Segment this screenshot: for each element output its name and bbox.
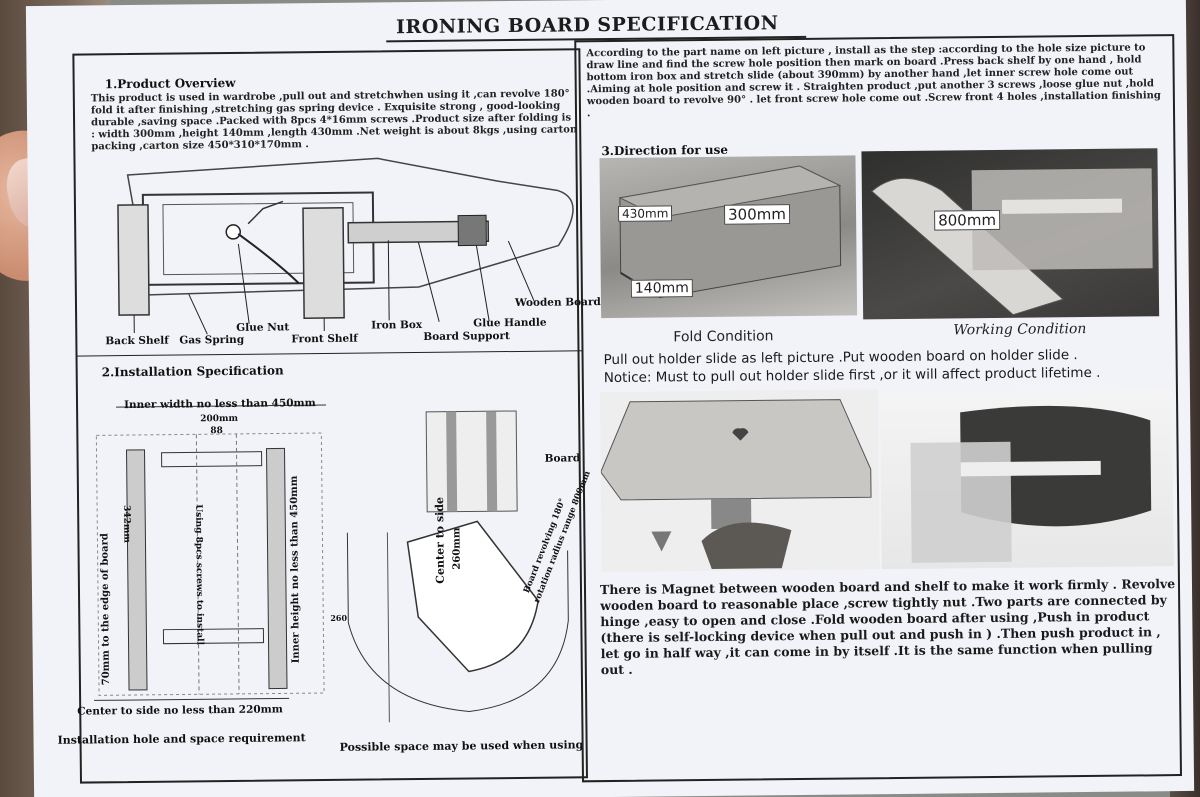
caption-fold-condition: Fold Condition <box>673 328 774 346</box>
direction-heading: 3.Direction for use <box>601 142 729 159</box>
dim-inner-width: Inner width no less than 450mm <box>123 397 316 412</box>
dim-200: 200mm <box>200 413 239 425</box>
installation-steps: According to the part name on left pictu… <box>586 42 1161 120</box>
magnet-description: There is Magnet between wooden board and… <box>599 576 1176 678</box>
closeup-illustration <box>910 405 1152 563</box>
caption-installation: Installation hole and space requirement <box>57 731 306 747</box>
dim-300: 300mm <box>723 204 791 225</box>
dim-800: 800mm <box>934 209 1001 231</box>
pull-out-illustration <box>600 399 872 569</box>
screws-note: Using 8pcs screws to install <box>193 504 205 646</box>
label-board-support: Board Support <box>423 330 510 343</box>
dim-260-small: 260 <box>330 612 348 623</box>
working-closeup-photo <box>879 390 1174 570</box>
overview-heading: 1.Product Overview <box>104 75 236 92</box>
dim-140: 140mm <box>630 279 693 298</box>
label-back-shelf: Back Shelf <box>105 334 169 348</box>
label-glue-nut: Glue Nut <box>236 321 290 334</box>
label-center-to-side: Center to side <box>433 496 447 584</box>
label-iron-box: Iron Box <box>371 318 423 332</box>
pull-out-photo <box>599 389 880 573</box>
spec-sheet: IRONING BOARD SPECIFICATION 1.Product Ov… <box>25 0 1195 797</box>
caption-working-condition: Working Condition <box>953 321 1087 339</box>
label-board: Board <box>544 452 581 465</box>
overview-text: This product is used in wardrobe ,pull o… <box>90 88 578 153</box>
working-condition-photo <box>861 148 1160 320</box>
caption-possible-space: Possible space may be used when using <box>339 738 584 754</box>
dim-88: 88 <box>210 426 223 437</box>
working-board-illustration <box>871 168 1153 316</box>
installation-heading: 2.Installation Specification <box>101 363 284 380</box>
dim-342: 342mm <box>121 505 132 543</box>
dim-430: 430mm <box>617 205 673 222</box>
dim-inner-height: Inner height no less than 450mm <box>288 475 302 664</box>
dim-center-side: Center to side no less than 220mm <box>77 703 283 718</box>
label-front-shelf: Front Shelf <box>291 332 358 346</box>
rotation-space-diagram <box>346 410 569 723</box>
label-glue-handle: Glue Handle <box>473 316 547 330</box>
dim-to-edge: 70mm to the edge of board <box>99 533 112 686</box>
fold-condition-photo <box>599 155 858 319</box>
label-gas-spring: Gas Spring <box>179 333 245 347</box>
installation-hole-diagram <box>94 404 327 701</box>
dim-260: 260mm <box>451 527 463 570</box>
product-diagram <box>117 157 574 335</box>
page-title: IRONING BOARD SPECIFICATION <box>395 12 779 39</box>
folded-board-illustration <box>618 165 842 299</box>
